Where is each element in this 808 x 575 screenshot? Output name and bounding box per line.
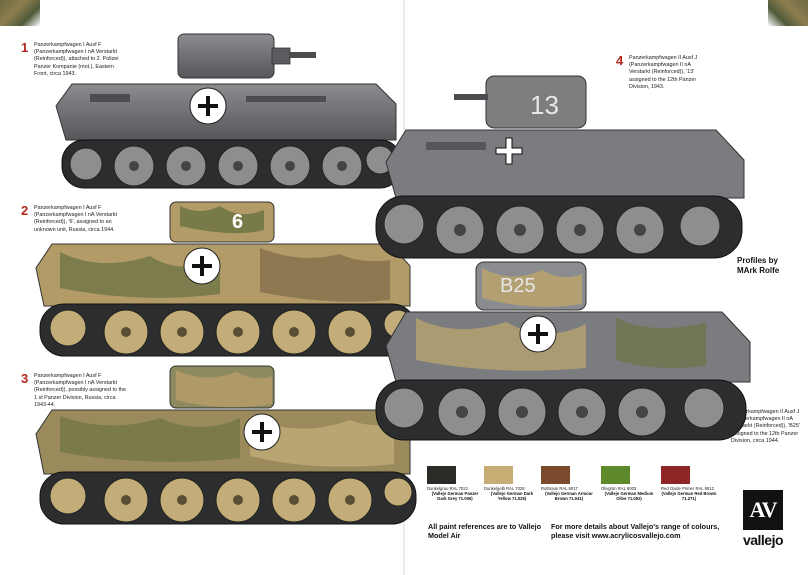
caption-1: 1 Panzerkampfwagen I Ausf F (Panzerkampf… [21,41,126,78]
swatch-label: Dunkelgrau RAL 7021 [427,486,469,491]
swatch-ref: (Vallejo German Armour Brown 71.041) [545,491,593,502]
tank-profile-4: 13 [366,70,750,270]
tank-profile-5: B25 [366,258,756,448]
swatch-5: Red Oxide Primer RAL 8012 (Vallejo Germa… [661,466,717,502]
swatch-ref: (Vallejo German Dark Yellow 71.025) [490,491,534,502]
swatch-1: Dunkelgrau RAL 7021 (Vallejo German Panz… [427,466,483,502]
tank-number-marking: 13 [530,90,559,120]
paint-swatches: Dunkelgrau RAL 7021 (Vallejo German Panz… [427,466,721,508]
swatch-3: Rotbraun RAL 8017 (Vallejo German Armour… [541,466,597,502]
swatch-chip [541,466,570,484]
caption-2: 2 Panzerkampfwagen I Ausf F (Panzerkampf… [21,204,126,234]
caption-text: Panzerkampfwagen II Ausf J (Panzerkampfw… [629,55,698,90]
caption-text: Panzerkampfwagen II Ausf J (Panzerkampfw… [731,409,800,444]
logo-mark: AV [743,490,783,530]
tank-profile-3 [30,362,430,534]
swatch-label: Red Oxide Primer RAL 8012 [661,486,714,491]
swatch-ref: (Vallejo German Medium Olive 71.092) [604,491,654,502]
caption-4: 4 Panzerkampfwagen II Ausf J (Panzerkamp… [616,54,709,91]
swatch-ref: (Vallejo German Panzer Dark Grey 71.056) [431,491,479,502]
paint-reference-note: All paint references are to Vallejo Mode… [428,522,542,540]
swatch-label: Dunkelgelb RAL 7028 [484,486,525,491]
swatch-label: Olivgrün RAL 6003 [601,486,637,491]
swatch-label: Rotbraun RAL 8017 [541,486,578,491]
caption-number: 3 [21,371,29,386]
swatch-4: Olivgrün RAL 6003 (Vallejo German Medium… [601,466,657,502]
swatch-chip [661,466,690,484]
caption-text: Panzerkampfwagen I Ausf F (Panzerkampfwa… [34,205,117,233]
caption-3: 3 Panzerkampfwagen I Ausf F (Panzerkampf… [21,372,126,409]
caption-number: 1 [21,40,29,55]
caption-text: Panzerkampfwagen I Ausf F (Panzerkampfwa… [34,373,126,408]
tank-profile-2: 6 [30,196,430,366]
camo-corner-right [768,0,808,26]
vallejo-logo: AV vallejo [733,490,793,552]
website-note: For more details about Vallejo's range o… [551,522,720,540]
tank-profile-1 [46,28,412,202]
caption-number: 2 [21,203,29,218]
swatch-2: Dunkelgelb RAL 7028 (Vallejo German Dark… [484,466,540,502]
swatch-chip [484,466,513,484]
logo-word: vallejo [742,532,784,548]
swatch-chip [427,466,456,484]
tank-number-marking: 6 [232,211,243,233]
camo-corner-left [0,0,40,26]
swatch-chip [601,466,630,484]
tank-number-marking: B25 [500,275,536,297]
caption-number: 4 [616,53,624,68]
profiles-credit: Profiles by MArk Rolfe [737,256,780,275]
swatch-ref: (Vallejo German Red Brown 71.271) [661,491,717,502]
caption-text: Panzerkampfwagen I Ausf F (Panzerkampfwa… [34,42,119,77]
